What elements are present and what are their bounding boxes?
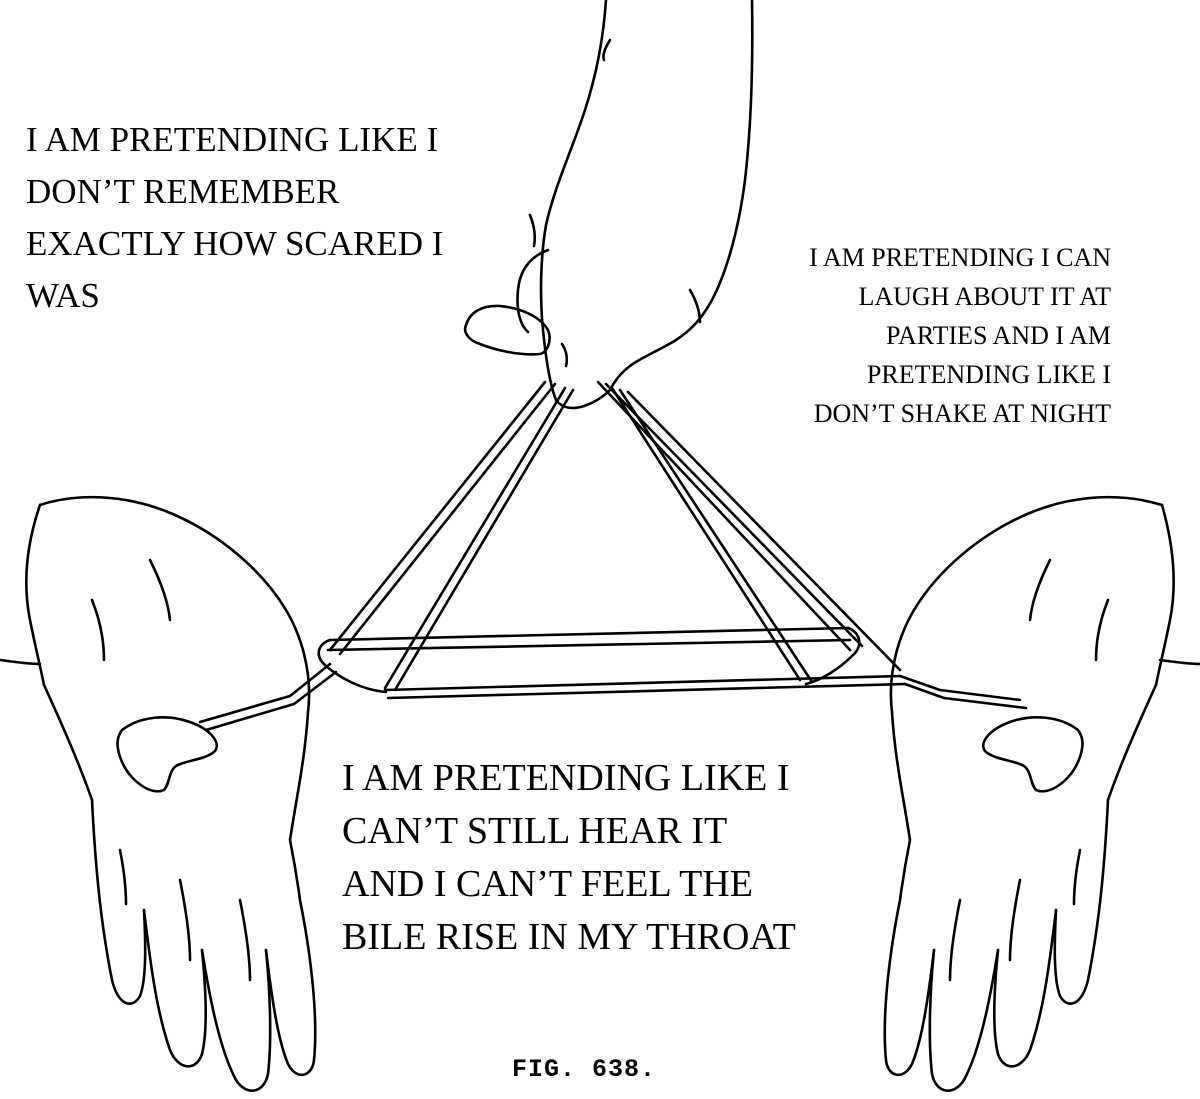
caption-line: CAN’T STILL HEAR IT <box>342 810 728 852</box>
caption-line: PARTIES AND I AM <box>885 321 1111 350</box>
caption-line: AND I CAN’T FEEL THE <box>342 863 753 905</box>
string-cords <box>198 380 1028 732</box>
caption-top-left: I AM PRETENDING LIKE I DON’T REMEMBER EX… <box>26 114 443 322</box>
caption-line: WAS <box>26 276 100 315</box>
caption-line: BILE RISE IN MY THROAT <box>342 916 796 958</box>
figure-label: FIG. 638. <box>512 1055 657 1084</box>
caption-line: PRETENDING LIKE I <box>866 360 1111 389</box>
caption-line: I AM PRETENDING LIKE I <box>342 757 790 799</box>
caption-bottom: I AM PRETENDING LIKE I CAN’T STILL HEAR … <box>342 752 796 964</box>
caption-line: I AM PRETENDING LIKE I <box>26 120 439 159</box>
caption-line: EXACTLY HOW SCARED I <box>26 224 444 263</box>
caption-line: DON’T REMEMBER <box>26 172 340 211</box>
top-hand-drawing <box>463 0 754 410</box>
caption-line: LAUGH ABOUT IT AT <box>858 282 1111 311</box>
right-hand-drawing <box>883 495 1200 1092</box>
caption-line: I AM PRETENDING I CAN <box>809 243 1111 272</box>
left-hand-drawing <box>0 495 317 1092</box>
caption-line: DON’T SHAKE AT NIGHT <box>813 399 1111 428</box>
caption-top-right: I AM PRETENDING I CAN LAUGH ABOUT IT AT … <box>809 238 1111 433</box>
